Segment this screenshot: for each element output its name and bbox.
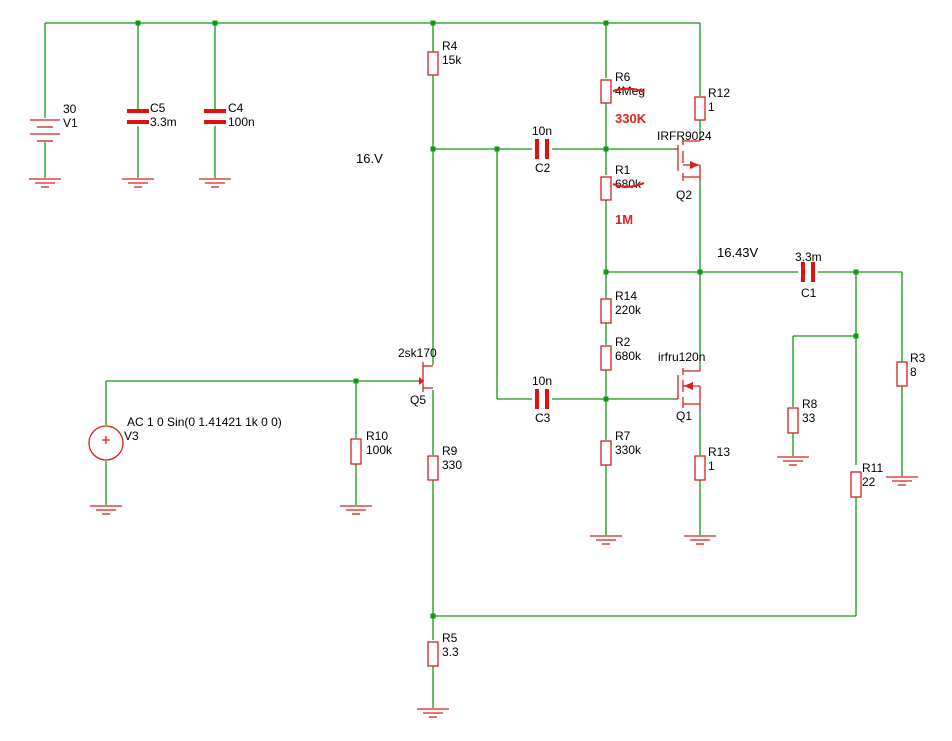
transistor-q1[interactable]: irfru120n Q1 <box>658 350 705 423</box>
capacitor-c1[interactable]: 3.3m C1 <box>795 250 822 300</box>
q5-ref: Q5 <box>410 393 426 407</box>
r12-value: 1 <box>708 100 715 114</box>
r4-ref: R4 <box>442 39 458 53</box>
r6-strike-mark <box>612 87 645 94</box>
r1-value: 680k <box>615 177 642 191</box>
capacitor-c5[interactable]: C5 3.3m <box>127 101 177 129</box>
r7-ref: R7 <box>615 429 631 443</box>
c4-value: 100n <box>228 115 255 129</box>
c1-value: 3.3m <box>795 250 822 264</box>
r13-ref: R13 <box>708 445 730 459</box>
resistor-r2[interactable]: R2 680k <box>600 335 642 371</box>
r3-ref: R3 <box>910 351 926 365</box>
r1-strike-mark <box>612 181 645 188</box>
r3-value: 8 <box>910 365 917 379</box>
battery-value: 30 <box>63 102 77 116</box>
r2-ref: R2 <box>615 335 631 349</box>
resistor-r7[interactable]: R7 330k <box>600 429 642 466</box>
resistor-r6[interactable]: R6 4Meg <box>600 70 645 104</box>
resistor-r10[interactable]: R10 100k <box>350 429 393 465</box>
r7-value: 330k <box>615 443 642 457</box>
q2-model: IRFR9024 <box>657 129 712 143</box>
r2-value: 680k <box>615 349 642 363</box>
c5-ref: C5 <box>150 101 166 115</box>
r10-value: 100k <box>366 443 393 457</box>
c5-value: 3.3m <box>150 115 177 129</box>
node-voltage-label: 16.43V <box>717 245 759 260</box>
resistor-r5[interactable]: R5 3.3 <box>427 631 459 667</box>
ground-symbols <box>29 178 918 718</box>
transistor-q2[interactable]: IRFR9024 Q2 <box>657 129 712 202</box>
junctions <box>135 20 859 619</box>
resistor-r8[interactable]: R8 33 <box>787 397 818 434</box>
capacitor-c4[interactable]: C4 100n <box>204 101 255 129</box>
resistor-r4[interactable]: R4 15k <box>427 39 462 76</box>
battery-v1[interactable]: 30 V1 <box>30 102 78 142</box>
c2-value: 10n <box>532 124 552 138</box>
resistor-r13[interactable]: R13 1 <box>694 445 730 481</box>
c3-ref: C3 <box>535 411 551 425</box>
c3-value: 10n <box>532 374 552 388</box>
r5-value: 3.3 <box>442 645 459 659</box>
v3-ref: V3 <box>124 429 139 443</box>
resistor-r3[interactable]: R3 8 <box>896 351 926 387</box>
signal-source-v3[interactable]: AC 1 0 Sin(0 1.41421 1k 0 0) V3 <box>88 415 282 461</box>
transistor-q5[interactable]: 2sk170 Q5 <box>398 346 437 407</box>
r12-ref: R12 <box>708 86 730 100</box>
v3-spec: AC 1 0 Sin(0 1.41421 1k 0 0) <box>127 415 282 429</box>
q5-model: 2sk170 <box>398 346 437 360</box>
r11-ref: R11 <box>862 461 883 475</box>
r9-ref: R9 <box>442 444 458 458</box>
r13-value: 1 <box>708 459 715 473</box>
node-voltage-label: 16.V <box>356 151 383 166</box>
c2-ref: C2 <box>535 161 551 175</box>
r14-value: 220k <box>615 303 642 317</box>
battery-ref: V1 <box>63 116 78 130</box>
r6-correction-note: 330K <box>615 111 647 126</box>
resistor-r11[interactable]: R11 22 <box>850 461 883 498</box>
capacitor-c3[interactable]: 10n C3 <box>532 374 552 425</box>
q1-ref: Q1 <box>676 409 692 423</box>
resistor-r12[interactable]: R12 1 <box>694 86 730 121</box>
r4-value: 15k <box>442 53 462 67</box>
resistor-r14[interactable]: R14 220k <box>600 289 642 324</box>
r9-value: 330 <box>442 458 462 472</box>
r1-ref: R1 <box>615 163 631 177</box>
q2-ref: Q2 <box>676 188 692 202</box>
r11-value: 22 <box>862 475 876 489</box>
c1-ref: C1 <box>801 286 817 300</box>
resistor-r1[interactable]: R1 680k <box>600 163 645 201</box>
r1-correction-note: 1M <box>615 212 633 227</box>
r6-ref: R6 <box>615 70 631 84</box>
c4-ref: C4 <box>228 101 244 115</box>
r10-ref: R10 <box>366 429 388 443</box>
r8-value: 33 <box>802 411 816 425</box>
r14-ref: R14 <box>615 289 637 303</box>
q1-model: irfru120n <box>658 350 705 364</box>
resistor-r9[interactable]: R9 330 <box>427 444 462 481</box>
r5-ref: R5 <box>442 631 458 645</box>
r8-ref: R8 <box>802 397 818 411</box>
capacitor-c2[interactable]: 10n C2 <box>532 124 552 175</box>
r6-value: 4Meg <box>615 84 645 98</box>
